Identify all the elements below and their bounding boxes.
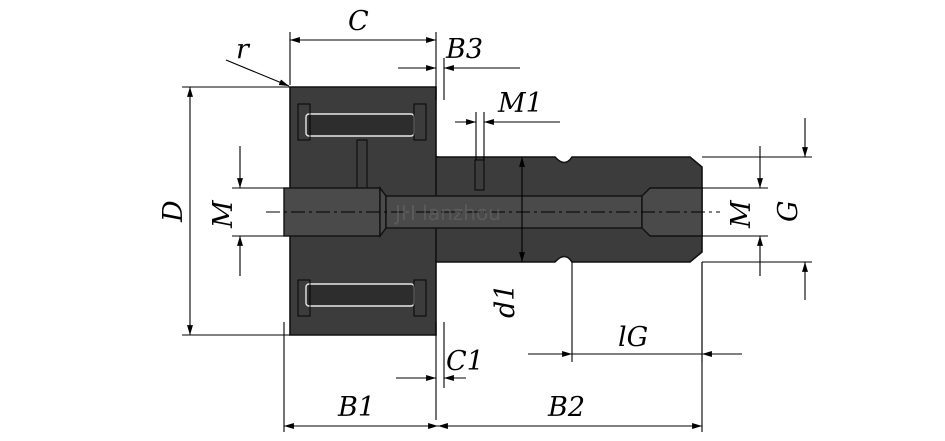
label-g: G xyxy=(773,200,804,222)
roller-top xyxy=(305,113,415,137)
label-d: D xyxy=(158,200,189,223)
label-b2: B2 xyxy=(547,392,585,423)
label-b1: B1 xyxy=(337,392,375,423)
central-bore xyxy=(266,185,720,239)
dimension-labels: C r B3 M1 D M M G d1 lG C1 B1 B2 xyxy=(158,6,804,423)
dimension-lines xyxy=(182,32,812,432)
needle-rollers xyxy=(297,103,427,317)
label-d1: d1 xyxy=(490,284,521,318)
label-c1: C1 xyxy=(446,346,484,377)
roller-bottom xyxy=(305,283,415,307)
label-m-left: M xyxy=(208,199,239,229)
label-m-right: M xyxy=(726,199,757,229)
label-r: r xyxy=(236,34,251,65)
label-m1: M1 xyxy=(497,88,543,119)
label-c: C xyxy=(348,6,369,37)
label-b3: B3 xyxy=(445,34,483,65)
label-lg: lG xyxy=(618,322,648,353)
watermark: JH lanzhou xyxy=(393,201,501,225)
